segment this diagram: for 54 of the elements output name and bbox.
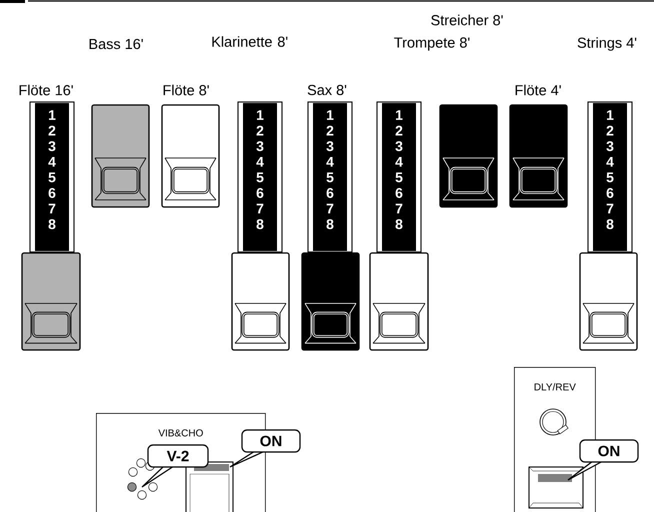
scale-number: 4 — [256, 157, 264, 167]
scale-number: 8 — [606, 219, 614, 230]
tab-label: Bass 16' — [90, 38, 143, 50]
scale-number: 3 — [256, 141, 264, 152]
scale-number: 8 — [48, 219, 56, 230]
scale-number: 7 — [396, 204, 402, 214]
tab-label: Flöte 16' — [20, 84, 73, 96]
scale-number: 1 — [48, 110, 56, 120]
scale-number: 6 — [326, 188, 334, 198]
scale-number: 2 — [396, 126, 402, 136]
scale-number: 8 — [326, 219, 334, 230]
scale-number: 4 — [606, 157, 614, 167]
speech-bubble: V-2 — [141, 444, 209, 488]
scale-number: 2 — [326, 126, 334, 136]
tab-label: Streicher 8' — [431, 14, 503, 26]
tab-label: Strings 4' — [578, 37, 636, 51]
scale-number: 6 — [48, 188, 56, 198]
scale-number: 6 — [396, 188, 402, 198]
scale-number: 1 — [327, 110, 334, 120]
scale-number: 1 — [396, 110, 403, 120]
tab-label: Flöte 8' — [164, 84, 209, 96]
scale-number: 5 — [396, 172, 403, 182]
scale-number: 1 — [256, 110, 264, 120]
scale-number: 8 — [256, 219, 264, 230]
scale-number: 6 — [606, 188, 614, 198]
tab-label: Flöte 4' — [516, 84, 561, 96]
scale-number: 3 — [48, 141, 56, 152]
tab-label: Sax 8' — [308, 84, 346, 96]
scale-number: 5 — [256, 172, 264, 182]
scale-number: 4 — [395, 157, 403, 167]
scale-number: 2 — [606, 126, 614, 136]
scale-number: 5 — [48, 172, 56, 182]
node-label: ON — [598, 446, 620, 456]
speech-bubble: ON — [229, 429, 301, 468]
tab-label: Trompete 8' — [394, 37, 470, 51]
scale-number: 3 — [326, 141, 334, 152]
scale-number: 6 — [256, 188, 264, 198]
scale-number: 7 — [606, 204, 614, 214]
panel-box: DLY/REV — [514, 367, 596, 512]
scale-number: 4 — [326, 157, 334, 167]
scale-number: 3 — [606, 141, 614, 152]
scale-number: 7 — [256, 204, 264, 214]
scale-number: 5 — [326, 172, 334, 182]
tab-label: Klarinette 8' — [212, 36, 288, 47]
scale-number: 5 — [606, 172, 614, 182]
scale-number: 2 — [256, 126, 264, 136]
scale-number: 1 — [607, 110, 614, 120]
speech-bubble: ON — [567, 439, 639, 481]
scale-number: 2 — [48, 126, 56, 136]
scale-number: 7 — [48, 204, 56, 214]
scale-number: 3 — [395, 141, 402, 152]
scale-number: 8 — [396, 219, 402, 230]
scale-number: 7 — [326, 204, 334, 214]
scale-number: 4 — [48, 157, 56, 167]
